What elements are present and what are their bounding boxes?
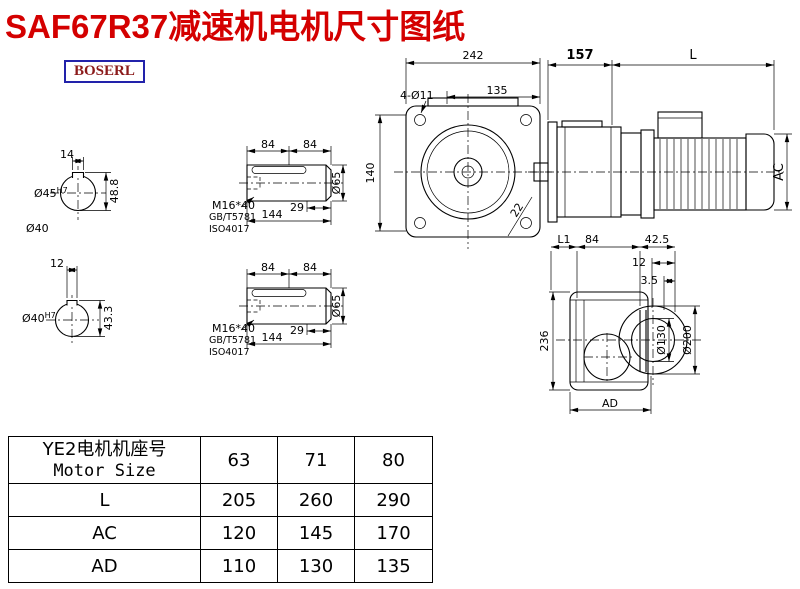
dim-key-seg1-a: 84 <box>261 138 275 151</box>
dim-motor-length: L <box>689 48 697 63</box>
dim-keyway-width-a: 14 <box>60 148 74 161</box>
key-profile-a <box>251 166 307 174</box>
adapter-housing <box>620 132 642 216</box>
dim-shaft-dia-b: Ø65 <box>330 295 343 318</box>
key-shaft-view-a: 84 84 29 144 Ø65 M16*40 GB/T5781 ISO4017 <box>209 138 347 235</box>
value-AD-63: 110 <box>200 549 278 583</box>
header-label-en: Motor Size <box>53 460 156 481</box>
value-AC-80: 170 <box>354 516 433 550</box>
output-rear-view: L1 84 42.5 12 3.5 236 Ø130 Ø200 AD <box>538 233 704 414</box>
dim-end-len-b: 29 <box>290 324 304 337</box>
header-label-cn: YE2电机机座号 <box>42 439 167 460</box>
keyway-slot-b <box>66 299 78 306</box>
keyway-slot-a <box>71 171 85 178</box>
value-AD-80: 135 <box>354 549 433 583</box>
motor-side-view: 157 L AC <box>528 48 792 223</box>
dim-key-seg2-b: 84 <box>303 261 317 274</box>
shaft-end-view-b: 12 43.3 Ø40H7 <box>22 257 115 345</box>
row-label-AC: AC <box>8 516 201 550</box>
dim-rear-height: 236 <box>538 331 551 352</box>
dim-shaft-dia-a: Ø65 <box>330 172 343 195</box>
value-AD-71: 130 <box>277 549 355 583</box>
mount-hole <box>520 217 532 229</box>
dim-end-len-a: 29 <box>290 201 304 214</box>
page-title: SAF67R37减速机电机尺寸图纸 <box>5 8 466 45</box>
motor-flange <box>640 129 655 219</box>
table-row-L: L 205 260 290 <box>8 483 433 517</box>
shaft-end-view-a: 14 48.8 Ø45H7 Ø40 <box>26 148 121 235</box>
dim-overall-width: 242 <box>463 49 484 62</box>
housing-top-rib <box>427 97 519 107</box>
motor-fins <box>659 139 738 209</box>
label-std-gb-a: GB/T5781 <box>209 212 256 223</box>
dim-l1: L1 <box>557 233 570 246</box>
dim-3-5: 3.5 <box>641 274 659 287</box>
shaft-hole-circle <box>453 157 483 187</box>
table-header-row: YE2电机机座号 Motor Size 63 71 80 <box>8 436 433 484</box>
label-bolt-b: M16*40 <box>212 322 255 335</box>
label-bolt-a: M16*40 <box>212 199 255 212</box>
gearbox-front-view: 242 135 4-Ø11 140 22 <box>364 49 552 249</box>
table-row-AD: AD 110 130 135 <box>8 549 433 583</box>
table-header-motor-size: YE2电机机座号 Motor Size <box>8 436 201 484</box>
dim-corner: 22 <box>508 201 526 220</box>
brand-logo: BOSERL <box>64 60 145 83</box>
dim-key-seg1-b: 84 <box>261 261 275 274</box>
dim-total-len-b: 144 <box>262 331 283 344</box>
dim-key-seg2-a: 84 <box>303 138 317 151</box>
housing-body <box>405 105 541 238</box>
mount-hole <box>520 114 532 126</box>
dim-flange-offset: 42.5 <box>645 233 670 246</box>
value-AC-63: 120 <box>200 516 278 550</box>
row-label-L: L <box>8 483 201 517</box>
dim-motor-height: AC <box>772 163 787 181</box>
label-std-iso-a: ISO4017 <box>209 224 250 235</box>
label-bore-dia-a: Ø45H7 <box>34 186 68 200</box>
row-label-AD: AD <box>8 549 201 583</box>
value-AC-71: 145 <box>277 516 355 550</box>
dim-total-len-a: 144 <box>262 208 283 221</box>
center-bore-circle <box>461 165 475 179</box>
dim-flange-inner-dia: Ø130 <box>655 325 668 355</box>
value-L-71: 260 <box>277 483 355 517</box>
label-bore-dia-b: Ø40H7 <box>22 311 56 325</box>
table-row-AC: AC 120 145 170 <box>8 516 433 550</box>
flange-boss-circle <box>420 124 516 220</box>
dim-bore-height-b: 43.3 <box>102 306 115 331</box>
dim-flange-outer-dia: Ø200 <box>681 325 694 355</box>
value-L-80: 290 <box>354 483 433 517</box>
motor-dimension-table: YE2电机机座号 Motor Size 63 71 80 L 205 260 2… <box>8 436 433 583</box>
dim-flange-width: 135 <box>487 84 508 97</box>
dim-height: 140 <box>364 163 377 184</box>
size-column-80: 80 <box>354 436 433 484</box>
rear-housing <box>569 291 649 391</box>
dim-keyway-width-b: 12 <box>50 257 64 270</box>
key-shaft-view-b: 84 84 29 144 Ø65 M16*40 GB/T5781 ISO4017 <box>209 261 347 358</box>
dim-ad: AD <box>602 397 618 410</box>
label-std-iso-b: ISO4017 <box>209 347 250 358</box>
label-outer-dia-a: Ø40 <box>26 222 49 235</box>
dim-bore-height-a: 48.8 <box>108 179 121 204</box>
dim-gear-length: 157 <box>566 48 593 63</box>
key-profile-b <box>251 289 307 297</box>
dim-12: 12 <box>632 256 646 269</box>
size-column-63: 63 <box>200 436 278 484</box>
dim-mid-84: 84 <box>585 233 599 246</box>
flange-circle <box>426 130 510 214</box>
mount-hole <box>414 217 426 229</box>
label-std-gb-b: GB/T5781 <box>209 335 256 346</box>
motor-body <box>653 137 747 211</box>
label-mount-holes: 4-Ø11 <box>400 89 434 102</box>
value-L-63: 205 <box>200 483 278 517</box>
size-column-71: 71 <box>277 436 355 484</box>
mount-hole <box>414 114 426 126</box>
terminal-box <box>657 111 703 139</box>
fan-cowl <box>745 133 775 211</box>
